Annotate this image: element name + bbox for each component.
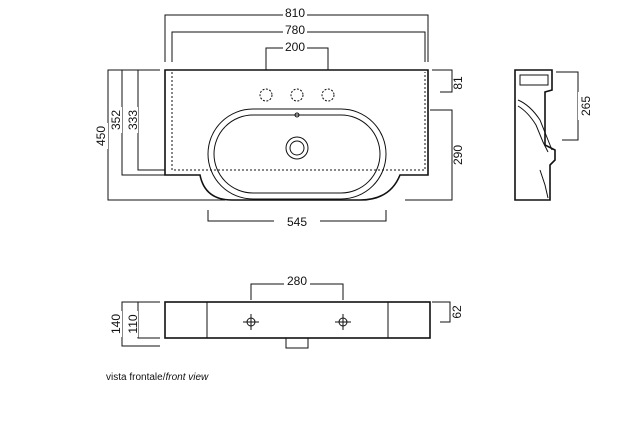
dim-110: 110: [126, 314, 140, 333]
basin-outline: [164, 69, 429, 201]
side-view: 265: [514, 69, 593, 201]
dim-352: 352: [109, 110, 123, 130]
dim-810: 810: [285, 6, 305, 20]
view-caption: vista frontale/front view: [106, 372, 208, 383]
bracket-left: [243, 314, 259, 330]
tap-hole-center: [290, 88, 304, 102]
dim-200: 200: [285, 40, 305, 54]
dim-265: 265: [579, 96, 593, 116]
caption-italian: vista frontale/: [106, 372, 166, 383]
drain-inner: [289, 140, 305, 156]
dim-333: 333: [126, 110, 140, 130]
dim-81: 81: [451, 76, 465, 90]
bracket-right: [335, 314, 351, 330]
front-view: 280 140 110 62: [109, 274, 464, 349]
dim-280: 280: [287, 274, 307, 288]
tap-hole-right: [321, 88, 335, 102]
dim-62: 62: [450, 305, 464, 319]
side-profile: [514, 69, 556, 201]
bowl-inner: [213, 114, 381, 194]
dim-140: 140: [109, 314, 123, 334]
overflow-hole: [294, 112, 300, 118]
dim-450: 450: [94, 126, 108, 146]
tap-hole-left: [259, 88, 273, 102]
basin-inner-dashed: [171, 72, 426, 171]
bowl-outer: [207, 108, 387, 200]
drain-pipe: [285, 337, 309, 349]
drain-outer: [285, 136, 309, 160]
caption-english: front view: [165, 372, 209, 383]
top-view: 810 780 200 450 352 333 81 290 545: [94, 6, 465, 229]
dim-545: 545: [287, 215, 307, 229]
dim-290: 290: [451, 145, 465, 165]
front-body: [164, 301, 431, 339]
dim-780: 780: [285, 23, 305, 37]
